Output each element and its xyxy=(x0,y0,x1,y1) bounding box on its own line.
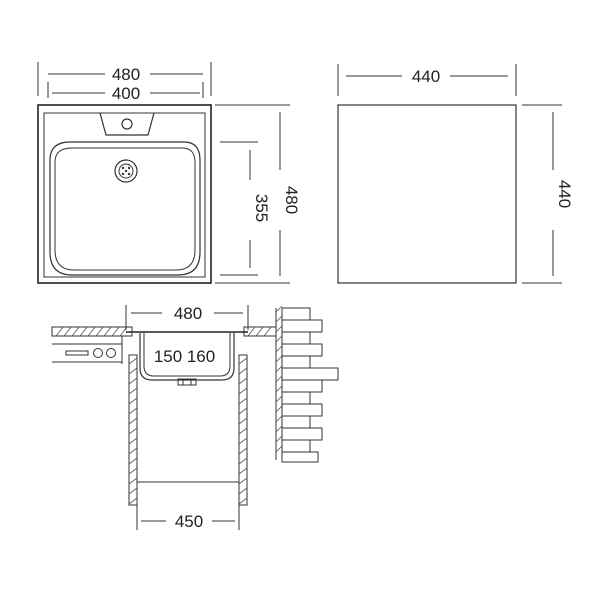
handle-icon xyxy=(65,350,89,356)
dim-cabinet-inner-width: 450 xyxy=(175,512,203,531)
section-view: 150 160 480 xyxy=(51,304,339,531)
bowl-inner-section xyxy=(143,333,231,377)
cabinet-wall-left xyxy=(128,354,138,506)
cabinet-wall-right xyxy=(238,354,248,506)
drain-section xyxy=(177,378,197,386)
bowl-outline xyxy=(49,141,201,276)
countertop-left xyxy=(51,326,133,337)
drain-icon xyxy=(114,159,138,183)
dim-cabinet-width: 440 xyxy=(412,67,440,86)
bowl-section xyxy=(139,333,235,381)
sink-top-view: 480 400 355 480 xyxy=(37,62,301,284)
dim-bowl-height-b: 160 xyxy=(187,347,215,366)
dim-outer-width: 480 xyxy=(112,65,140,84)
dim-outer-depth: 480 xyxy=(282,186,301,214)
dim-section-width: 480 xyxy=(174,304,202,323)
knob-icon xyxy=(93,348,103,358)
adjacent-cabinet xyxy=(52,336,123,364)
knob-icon xyxy=(106,348,116,358)
faucet-tab xyxy=(99,112,155,136)
faucet-hole xyxy=(121,118,133,130)
dim-inner-width: 400 xyxy=(112,84,140,103)
countertop-right xyxy=(243,326,277,337)
sink-outer-rim xyxy=(37,104,212,284)
dim-bowl-height-a: 150 xyxy=(154,347,182,366)
dim-cabinet-depth: 440 xyxy=(555,180,574,208)
bowl-inner-outline xyxy=(54,147,196,271)
sink-inner-rim xyxy=(43,112,206,278)
dim-bowl-depth: 355 xyxy=(252,194,271,222)
brick-wall xyxy=(275,305,339,463)
cabinet-outline xyxy=(337,104,517,284)
cabinet-top-view: 440 440 xyxy=(337,64,574,284)
